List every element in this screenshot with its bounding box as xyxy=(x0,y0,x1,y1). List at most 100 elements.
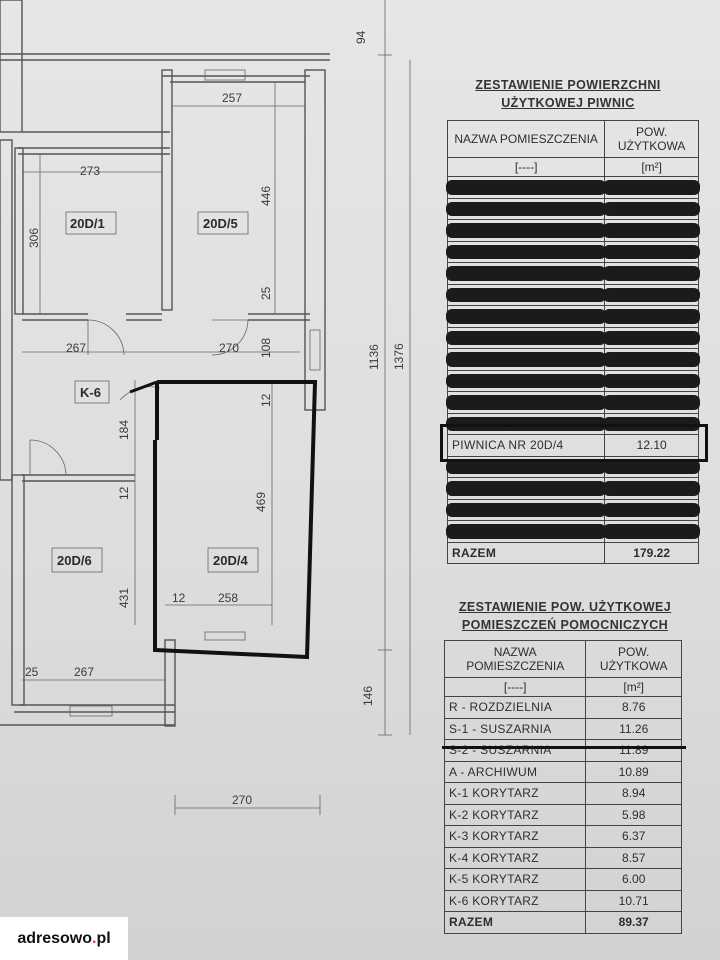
row-area-text: 6.37 xyxy=(622,829,646,844)
dim-273: 273 xyxy=(80,164,100,178)
dim-431: 431 xyxy=(117,588,131,608)
dim-446: 446 xyxy=(259,186,273,206)
table-row: K-1 KORYTARZ 8.94 xyxy=(443,782,682,805)
underline-s1 xyxy=(442,746,686,749)
row-area-text: 12.10 xyxy=(636,438,667,453)
row-area: 10.77 xyxy=(603,262,701,285)
row-name-text: PIWNICA NR 20D/1 xyxy=(452,352,564,367)
logo-text-main: adresowo xyxy=(17,929,92,947)
row-area: 8.94 xyxy=(585,782,682,805)
row-name-text: PIWNICA NR 20D/4 xyxy=(452,438,564,453)
row-name-text: PIWNICA NR 20C/7 xyxy=(452,309,564,324)
row-area xyxy=(603,520,701,543)
row-area xyxy=(603,348,701,371)
row-name: PIWNICA NR 20D/2 xyxy=(446,369,608,392)
dim-146: 146 xyxy=(361,686,375,706)
table2-unit-area: [m²] xyxy=(585,677,682,697)
row-name-text: R - ROZDZIELNIA xyxy=(449,700,553,715)
row-name: PIWNICA NR 20C/4 xyxy=(446,240,608,263)
table-row: PIWNICA NR 20C/2 xyxy=(446,197,701,220)
row-name: PIWNICA NR 20C/3 xyxy=(446,219,608,242)
row-area: 11.26 xyxy=(585,717,682,740)
table1-total-label: RAZEM xyxy=(446,541,606,564)
table1-title-line2: UŻYTKOWEJ PIWNIC xyxy=(501,96,635,110)
walls xyxy=(0,0,330,727)
row-name: PIWNICA NR 20C/5 xyxy=(446,262,608,285)
dim-257: 257 xyxy=(222,91,242,105)
row-name-text: S-1 - SUSZARNIA xyxy=(449,721,552,736)
table1-header-area: POW. UŻYTKOWA xyxy=(604,120,699,158)
adresowo-logo[interactable]: adresowo.pl xyxy=(0,917,128,960)
highlight-outline-20d4-tip xyxy=(129,380,158,394)
dim-267a: 267 xyxy=(66,341,86,355)
table1-unit-area: [m²] xyxy=(604,157,699,177)
table-row: PIWNICA NR 20C/3 xyxy=(446,219,701,242)
door-swing xyxy=(29,439,67,476)
row-name: PIWNICA NR 20D/7 xyxy=(446,498,608,521)
row-name: K-4 KORYTARZ xyxy=(443,846,587,869)
row-name: K-2 KORYTARZ xyxy=(443,803,587,826)
row-area: 8.57 xyxy=(585,846,682,869)
row-area xyxy=(603,219,701,242)
room-label-20d5: 20D/5 xyxy=(203,216,238,231)
table2-title-line2: POMIESZCZEŃ POMOCNICZYCH xyxy=(461,618,669,632)
room-label-20d4: 20D/4 xyxy=(213,553,248,568)
row-area: 6.00 xyxy=(585,868,682,891)
row-area: 11.89 xyxy=(585,739,682,762)
row-name-text: PIWNICA NR 20D/7 xyxy=(452,502,564,517)
row-area xyxy=(603,477,701,500)
row-name: PIWNICA NR 20D/8 xyxy=(446,520,608,543)
table-row: PIWNICA NR 20D/1 xyxy=(446,348,701,371)
row-area: 8.76 xyxy=(585,696,682,719)
table1-title: ZESTAWIENIE POWIERZCHNI UŻYTKOWEJ PIWNIC xyxy=(448,78,688,110)
row-name-text: PIWNICA NR 20D/2 xyxy=(452,373,564,388)
logo-tld: pl xyxy=(96,929,111,947)
row-name: PIWNICA NR 20C/7 xyxy=(446,305,608,328)
row-area: 12.08 xyxy=(603,326,701,349)
room-label-20d1: 20D/1 xyxy=(70,216,105,231)
door-swing xyxy=(211,319,249,356)
row-area: 5.98 xyxy=(585,803,682,826)
door-swing xyxy=(87,319,125,356)
row-name: PIWNICA NR 20D/3 xyxy=(446,412,608,435)
row-name-text: PIWNICA NR 20C/3 xyxy=(452,223,564,238)
table2-header-area: POW. UŻYTKOWA xyxy=(585,640,682,678)
row-area-text: 10.89 xyxy=(618,764,649,779)
table2-total-value: 89.37 xyxy=(585,911,682,934)
table-row: S-1 - SUSZARNIA 11.26 xyxy=(443,717,682,740)
row-name: K-3 KORYTARZ xyxy=(443,825,587,848)
table-row: PIWNICA NR 20D/6 xyxy=(446,477,701,500)
row-name-text: K-2 KORYTARZ xyxy=(449,807,539,822)
row-name: K-1 KORYTARZ xyxy=(443,782,587,805)
dim-1136: 1136 xyxy=(367,344,381,370)
table-row: PIWNICA NR 20C/1 xyxy=(446,176,701,199)
row-area-text: 11.30 xyxy=(637,287,667,302)
highlight-outline-20d4 xyxy=(153,380,318,660)
row-area: 12.10 xyxy=(604,434,699,457)
dim-12a: 12 xyxy=(259,393,273,407)
table-row: PIWNICA NR 20C/4 11.89 xyxy=(446,240,701,263)
row-area-text: 11.26 xyxy=(619,721,649,736)
row-name-text: PIWNICA NR 20C/2 xyxy=(452,201,564,216)
row-area-text: 11.89 xyxy=(637,244,667,259)
row-area xyxy=(603,305,701,328)
dimension-lines xyxy=(22,0,411,815)
table1-unit-name: [----] xyxy=(446,157,606,177)
row-area-text: 8.76 xyxy=(622,700,646,715)
table1: NAZWA POMIESZCZENIA POW. UŻYTKOWA [----]… xyxy=(446,120,701,564)
row-name-text: K-1 KORYTARZ xyxy=(449,786,539,801)
row-area-text: 10.77 xyxy=(636,266,667,281)
row-area xyxy=(603,412,701,435)
dim-25b: 25 xyxy=(25,665,39,679)
row-name-text: PIWNICA NR 20D/6 xyxy=(452,481,564,496)
table1-title-line1: ZESTAWIENIE POWIERZCHNI xyxy=(475,78,661,92)
table2: NAZWA POMIESZCZENIA POW. UŻYTKOWA [----]… xyxy=(443,640,682,934)
row-name: PIWNICA NR 20D/3 xyxy=(446,391,608,414)
row-area-text: 10.55 xyxy=(636,502,667,517)
dim-270a: 270 xyxy=(219,341,239,355)
row-name: R - ROZDZIELNIA xyxy=(443,696,587,719)
dim-94: 94 xyxy=(354,30,368,44)
